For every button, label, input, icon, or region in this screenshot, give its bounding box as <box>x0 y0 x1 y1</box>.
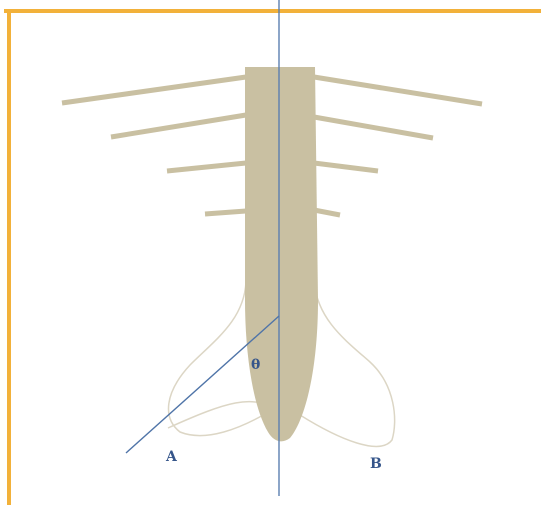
right-branch-1 <box>314 77 482 104</box>
right-branch-3 <box>314 163 378 171</box>
left-branch-4 <box>205 211 246 214</box>
left-branch-3 <box>167 163 246 171</box>
point-b-label: B <box>370 456 382 472</box>
right-branches <box>314 77 482 215</box>
right-branch-2 <box>314 117 433 138</box>
theta-label: θ <box>251 357 260 373</box>
central-stem <box>245 67 318 441</box>
point-a-label: A <box>165 449 178 465</box>
left-branch-2 <box>111 115 246 137</box>
right-branch-4 <box>314 210 340 215</box>
left-branches <box>62 77 246 214</box>
left-branch-1 <box>62 77 246 103</box>
